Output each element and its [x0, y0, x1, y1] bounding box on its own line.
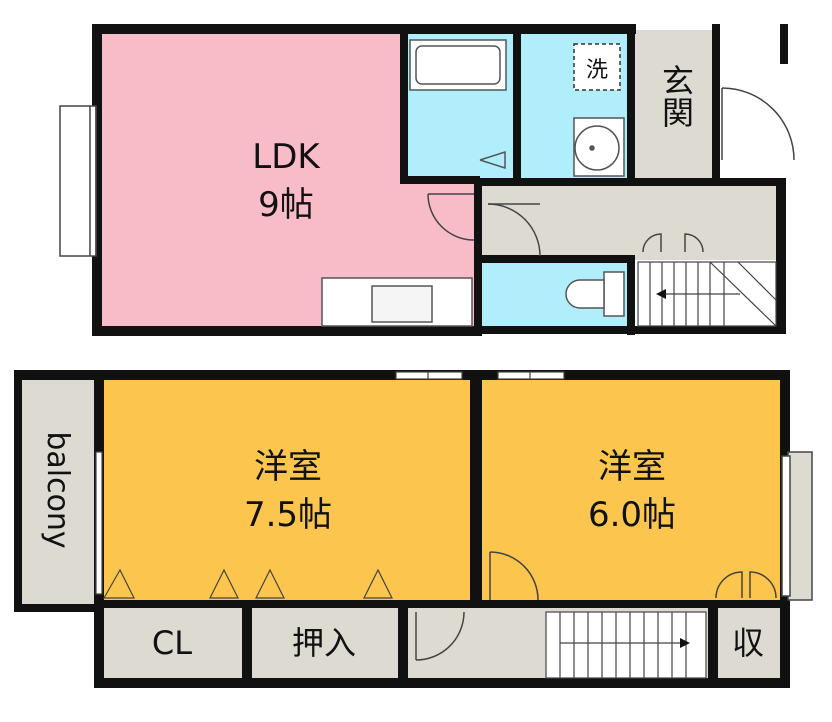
storage-area: [716, 606, 782, 682]
western-room-1: [102, 378, 474, 606]
oshiire-area: [250, 606, 398, 682]
western-room-2-size: 6.0帖: [588, 495, 676, 535]
bathtub: [409, 39, 507, 91]
oshiire-label: 押入: [292, 624, 356, 662]
washer-spot: 洗: [573, 43, 621, 91]
ldk-size: 9帖: [258, 185, 314, 225]
room2-door: [489, 551, 539, 601]
kitchen-counter: [321, 277, 473, 327]
wash-basin: [573, 117, 625, 177]
toilet: [565, 271, 625, 317]
ldk-window: [59, 105, 97, 257]
stairs-arrow-upper: [656, 289, 666, 299]
western-room-2: [482, 378, 782, 606]
hall-door: [487, 203, 541, 257]
washer-label: 洗: [586, 58, 608, 83]
closet-label: CL: [152, 624, 192, 662]
balcony-label: balcony: [40, 431, 75, 548]
room2-window: [781, 451, 813, 601]
hall-closet-doors: [642, 233, 704, 253]
stairs-lower: [545, 611, 707, 679]
storage-label: 収: [732, 624, 764, 662]
western-room-1-size: 7.5帖: [244, 495, 332, 535]
stairs-arrow-lower: [680, 638, 690, 648]
bath-door-mark: [479, 150, 506, 170]
entrance-floor: [630, 30, 715, 178]
storage-doors: [715, 571, 777, 599]
western-room-2-label: 洋室: [598, 447, 666, 487]
western-room-1-label: 洋室: [254, 447, 322, 487]
second-floor-windows: [395, 371, 565, 380]
closet-doors: [102, 568, 393, 599]
balcony-area: [18, 374, 98, 608]
first-floor-walls: [92, 24, 788, 336]
closet-cl: [100, 606, 244, 682]
balcony-window: [95, 451, 103, 595]
entrance-label: 玄関: [657, 64, 695, 128]
hallway: [477, 185, 784, 260]
entrance-door: [721, 87, 795, 161]
ldk-label: LDK: [252, 137, 321, 177]
lower-hall-door: [415, 611, 465, 661]
ldk-door: [427, 193, 475, 241]
